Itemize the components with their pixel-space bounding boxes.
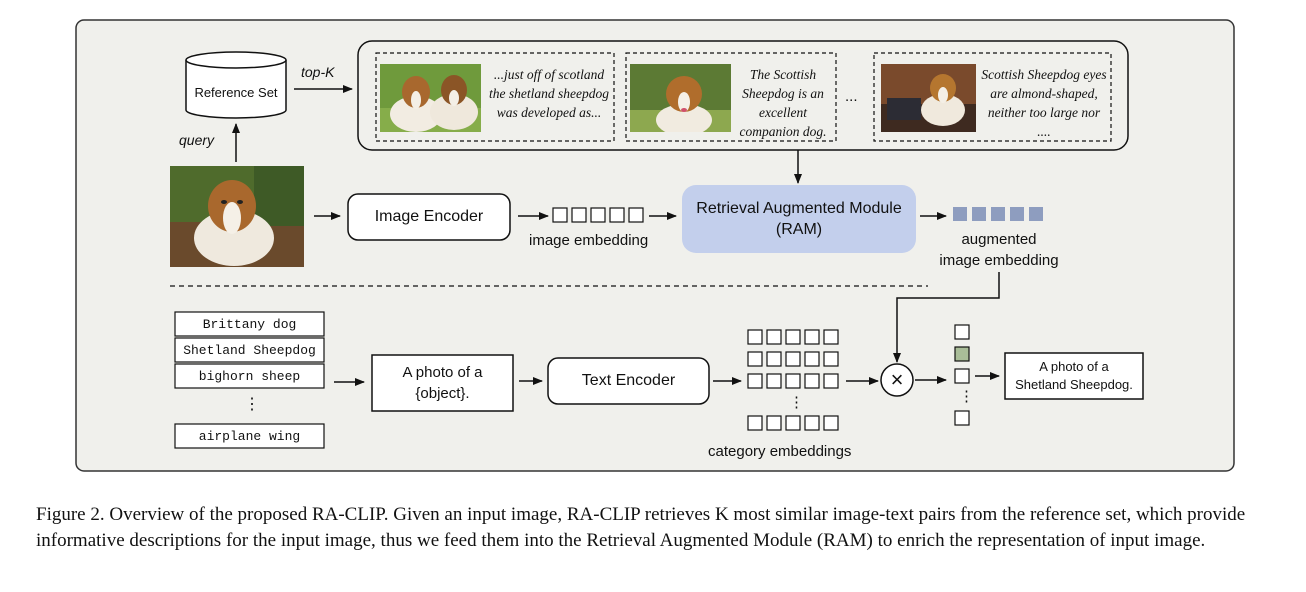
image-embedding-vector — [552, 207, 644, 223]
retrieved-image-2 — [630, 64, 731, 132]
output-line1: A photo of a — [1039, 359, 1109, 374]
image-encoder-box — [347, 193, 511, 241]
category-embeddings-label: category embeddings — [708, 443, 852, 460]
text-encoder-label: Text Encoder — [581, 372, 676, 389]
output-label: A photo of a Shetland Sheepdog. — [1005, 353, 1143, 399]
retrieved-image-1 — [380, 64, 481, 132]
similarity-scores — [954, 324, 970, 426]
multiply-circle — [880, 363, 914, 397]
output-box — [1004, 352, 1144, 400]
retrieved-pair-1-frame — [375, 52, 615, 142]
prompt-template-box — [371, 354, 514, 412]
query-label: query — [179, 132, 215, 148]
category-1: Brittany dog — [202, 316, 297, 332]
figure-caption: Figure 2. Overview of the proposed RA-CL… — [36, 504, 1246, 551]
score-ellipsis: ⋮ — [959, 388, 974, 405]
retrieved-text-2: The Scottish Sheepdog is an excellent co… — [739, 67, 827, 139]
augmented-embedding-vector — [953, 207, 1043, 221]
prompt-line1: A photo of a — [402, 364, 483, 381]
category-4: airplane wing — [198, 428, 301, 444]
reference-set-cylinder — [185, 51, 287, 119]
image-encoder-label: Image Encoder — [374, 208, 484, 225]
retrieved-text-1: ...just off of scotland the shetland she… — [489, 67, 609, 120]
text-encoder-box — [547, 357, 710, 405]
ram-label: Retrieval Augmented Module (RAM) — [682, 185, 916, 253]
ram-label-line2: (RAM) — [775, 221, 823, 238]
reference-set-label: Reference Set — [194, 84, 278, 100]
augmented-label: augmented image embedding — [928, 228, 1070, 272]
arrow-augmented-to-multiply — [893, 272, 1000, 363]
output-line2: Shetland Sheepdog. — [1015, 377, 1133, 392]
category-ellipsis: ⋮ — [244, 396, 260, 413]
ra-clip-diagram: Reference Set top-K query ...just off of… — [75, 19, 1235, 472]
image-embedding-label: image embedding — [529, 232, 649, 249]
augmented-label-line1: augmented — [961, 231, 1037, 248]
category-embedding-grid — [747, 329, 839, 431]
category-list — [174, 311, 325, 449]
retrieved-text-3: Scottish Sheepdog eyes are almond-shaped… — [981, 67, 1107, 139]
multiply-symbol: × — [890, 367, 904, 392]
prompt-line2: {object}. — [415, 385, 470, 402]
augmented-label-line2: image embedding — [939, 252, 1059, 269]
top-k-label: top-K — [301, 64, 335, 80]
retrieved-pair-2-frame — [625, 52, 837, 142]
retrieved-image-3 — [881, 64, 976, 132]
retrieved-pair-3-frame — [873, 52, 1112, 142]
prompt-template-label: A photo of a {object}. — [372, 355, 513, 411]
category-2: Shetland Sheepdog — [183, 342, 316, 358]
ram-box — [682, 185, 916, 253]
retrieved-ellipsis: ... — [845, 88, 858, 105]
input-image — [170, 166, 304, 267]
ram-label-line1: Retrieval Augmented Module — [696, 200, 902, 217]
embedding-grid-ellipsis: ⋮ — [789, 394, 804, 411]
category-3: bighorn sheep — [198, 368, 301, 384]
